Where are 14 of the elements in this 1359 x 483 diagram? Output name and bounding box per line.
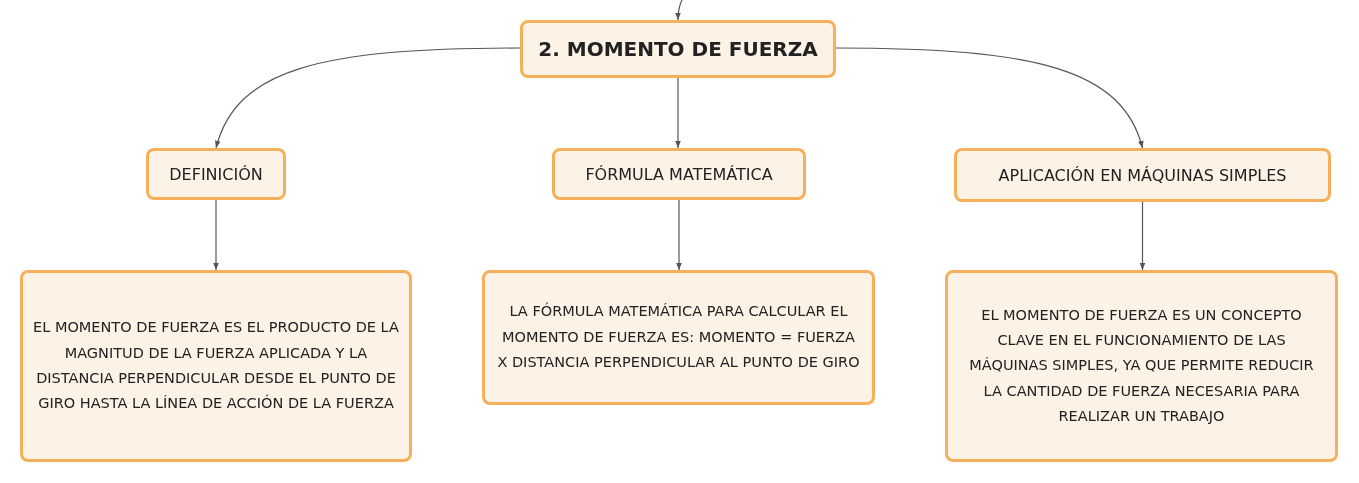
arrow — [675, 0, 683, 21]
concept-box: DEFINICIÓN — [146, 148, 286, 200]
arrow — [213, 199, 219, 271]
arrow — [215, 47, 521, 149]
arrow — [835, 47, 1144, 149]
concept-box: LA FÓRMULA MATEMÁTICA PARA CALCULAR EL MOMENTO DE FUERZA ES: MOMENTO = FUERZA X DISTANCIA PERPENDICULAR AL PUNTO DE GIRO — [482, 270, 875, 405]
concept-box: 2. MOMENTO DE FUERZA — [520, 20, 836, 78]
concept-box: FÓRMULA MATEMÁTICA — [552, 148, 806, 200]
arrow — [675, 77, 681, 149]
concept-box: APLICACIÓN EN MÁQUINAS SIMPLES — [954, 148, 1331, 202]
arrow — [1139, 201, 1146, 271]
arrow — [676, 199, 682, 271]
concept-box: EL MOMENTO DE FUERZA ES UN CONCEPTO CLAVE EN EL FUNCIONAMIENTO DE LAS MÁQUINAS SIMPLES, YA QUE PERMITE REDUCIR LA CANTIDAD DE FUERZA NECESARIA PARA REALIZAR UN TRABAJO — [945, 270, 1338, 462]
concept-box: EL MOMENTO DE FUERZA ES EL PRODUCTO DE LA MAGNITUD DE LA FUERZA APLICADA Y LA DISTANCIA PERPENDICULAR DESDE EL PUNTO DE GIRO HASTA LA LÍNEA DE ACCIÓN DE LA FUERZA — [20, 270, 412, 462]
